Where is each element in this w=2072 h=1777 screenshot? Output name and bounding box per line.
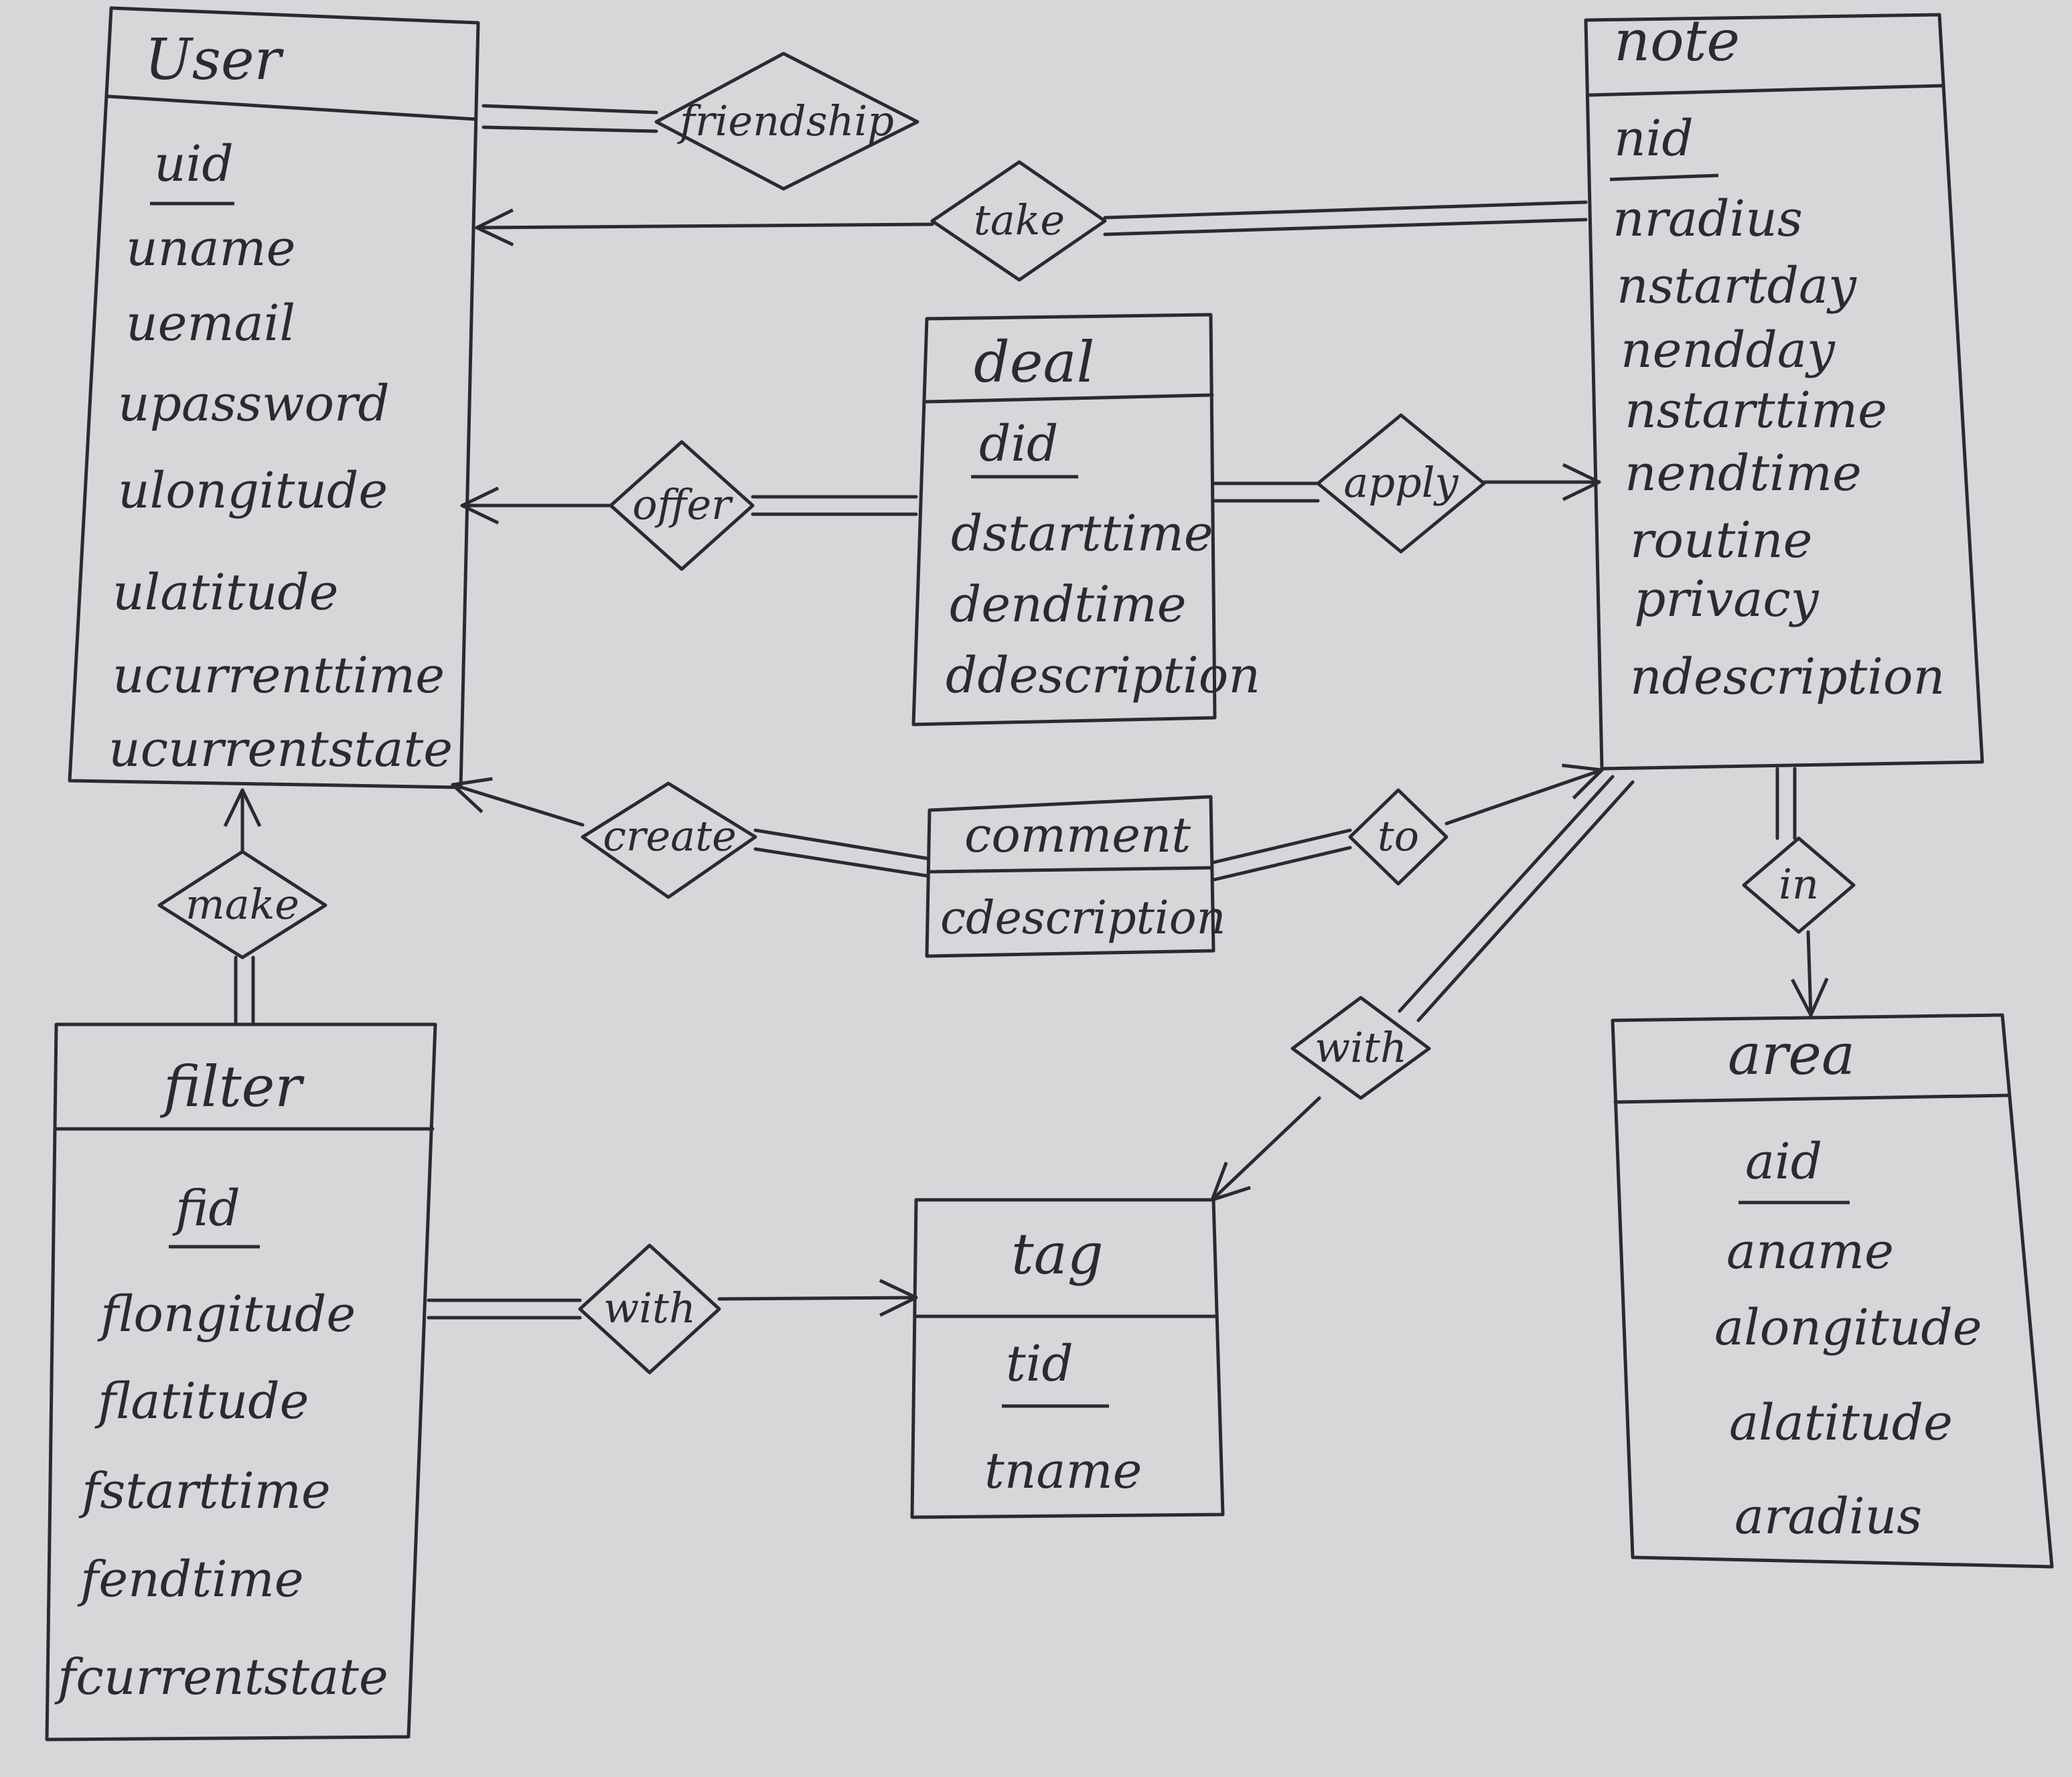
attribute: fcurrentstate (54, 1648, 388, 1706)
attribute: alongitude (1714, 1299, 1982, 1357)
entity-title: deal (974, 329, 1094, 395)
entity-title: comment (964, 807, 1191, 863)
attribute: routine (1630, 512, 1812, 569)
attribute-list: cdescription (940, 892, 1226, 945)
primary-key-attribute: did (979, 415, 1058, 473)
attribute: uemail (126, 295, 295, 352)
attribute: nendday (1621, 321, 1836, 379)
connections (236, 104, 1811, 1320)
attribute: tname (984, 1442, 1142, 1500)
in-connector (1775, 767, 1811, 1015)
attribute: ddescription (946, 647, 1260, 704)
relationship-label: apply (1343, 458, 1459, 507)
entity-title: note (1614, 8, 1740, 74)
to-connector (1211, 770, 1602, 882)
relationship-in[interactable]: in (1742, 836, 1856, 934)
entity-filter[interactable]: filter fid flongitude flatitude fstartti… (45, 1022, 437, 1742)
primary-key-attribute: aid (1745, 1133, 1822, 1190)
offer-connector (460, 497, 918, 514)
relationship-take[interactable]: take (930, 160, 1107, 282)
entity-user[interactable]: User uid uname uemail upassword ulongitu… (68, 6, 480, 789)
attribute: cdescription (940, 892, 1226, 945)
relationship-with-filter-tag[interactable]: with (578, 1243, 721, 1375)
with-filter-tag-connector (427, 1298, 918, 1320)
relationship-label: with (1315, 1023, 1407, 1072)
attribute-list: tname (984, 1442, 1142, 1500)
entity-comment[interactable]: comment cdescription (925, 795, 1226, 958)
attribute: flatitude (94, 1373, 309, 1430)
entity-title: area (1728, 1022, 1855, 1087)
attribute-list: flongitude flatitude fstarttime fendtime… (54, 1286, 388, 1706)
relationship-make[interactable]: make (157, 850, 327, 959)
attribute: nstartday (1617, 257, 1857, 315)
primary-key-attribute: nid (1614, 110, 1694, 167)
relationship-label: take (974, 196, 1065, 244)
attribute: dendtime (950, 576, 1187, 633)
relationship-label: friendship (677, 96, 894, 145)
attribute: flongitude (97, 1286, 356, 1343)
relationship-label: offer (632, 480, 733, 529)
attribute: dstarttime (951, 505, 1213, 562)
attribute: nstarttime (1625, 382, 1887, 439)
entity-tag[interactable]: tag tid tname (910, 1198, 1225, 1519)
attribute-list: aname alongitude alatitude aradius (1714, 1223, 1982, 1545)
friendship-connector (482, 104, 658, 133)
primary-key-underline (1609, 173, 1719, 181)
entity-note[interactable]: note nid nradius nstartday nendday nstar… (1584, 8, 1984, 771)
entity-area[interactable]: area aid aname alongitude alatitude arad… (1611, 1013, 2054, 1569)
relationship-label: to (1378, 812, 1419, 860)
entity-deal[interactable]: deal did dstarttime dendtime ddescriptio… (911, 313, 1260, 726)
attribute: privacy (1634, 570, 1820, 628)
relationship-label: make (186, 880, 299, 929)
relationship-to[interactable]: to (1348, 788, 1449, 886)
relationship-offer[interactable]: offer (609, 440, 755, 571)
attribute-list: uname uemail upassword ulongitude ulatit… (108, 220, 453, 778)
create-connector (453, 785, 929, 878)
relationship-label: create (603, 812, 737, 860)
attribute: aradius (1734, 1488, 1922, 1545)
take-connector (475, 200, 1588, 234)
with-note-tag-connector (1212, 775, 1635, 1200)
attribute: aname (1726, 1223, 1894, 1280)
primary-key-attribute: uid (154, 135, 234, 193)
attribute: fstarttime (78, 1462, 331, 1520)
relationship-friendship[interactable]: friendship (654, 52, 919, 191)
primary-key-attribute: tid (1006, 1335, 1074, 1393)
entity-title: tag (1011, 1221, 1104, 1287)
attribute: upassword (118, 375, 390, 433)
attribute: ulongitude (118, 462, 388, 520)
attribute: uname (126, 220, 295, 277)
entity-title: filter (159, 1054, 305, 1119)
attribute: ucurrentstate (108, 720, 453, 778)
relationship-label: with (603, 1284, 696, 1332)
relationship-label: in (1779, 860, 1819, 909)
attribute: nendtime (1625, 445, 1862, 502)
entity-title: User (145, 27, 285, 92)
make-connector (236, 788, 253, 1026)
relationship-with-note-tag[interactable]: with (1290, 996, 1431, 1100)
relationship-create[interactable]: create (581, 781, 757, 899)
attribute: nradius (1613, 190, 1803, 248)
attribute-list: dstarttime dendtime ddescription (946, 505, 1260, 704)
apply-connector (1213, 482, 1601, 503)
primary-key-attribute: fid (172, 1180, 240, 1237)
attribute: ndescription (1630, 648, 1945, 706)
attribute: alatitude (1729, 1394, 1953, 1452)
relationship-apply[interactable]: apply (1316, 413, 1486, 554)
attribute: ulatitude (113, 564, 338, 621)
relationships: friendship take offer apply create to ma… (157, 52, 1856, 1375)
attribute-list: nradius nstartday nendday nstarttime nen… (1613, 190, 1945, 706)
attribute: ucurrenttime (113, 647, 445, 704)
entities: User uid uname uemail upassword ulongitu… (45, 6, 2054, 1742)
attribute: fendtime (77, 1551, 304, 1608)
